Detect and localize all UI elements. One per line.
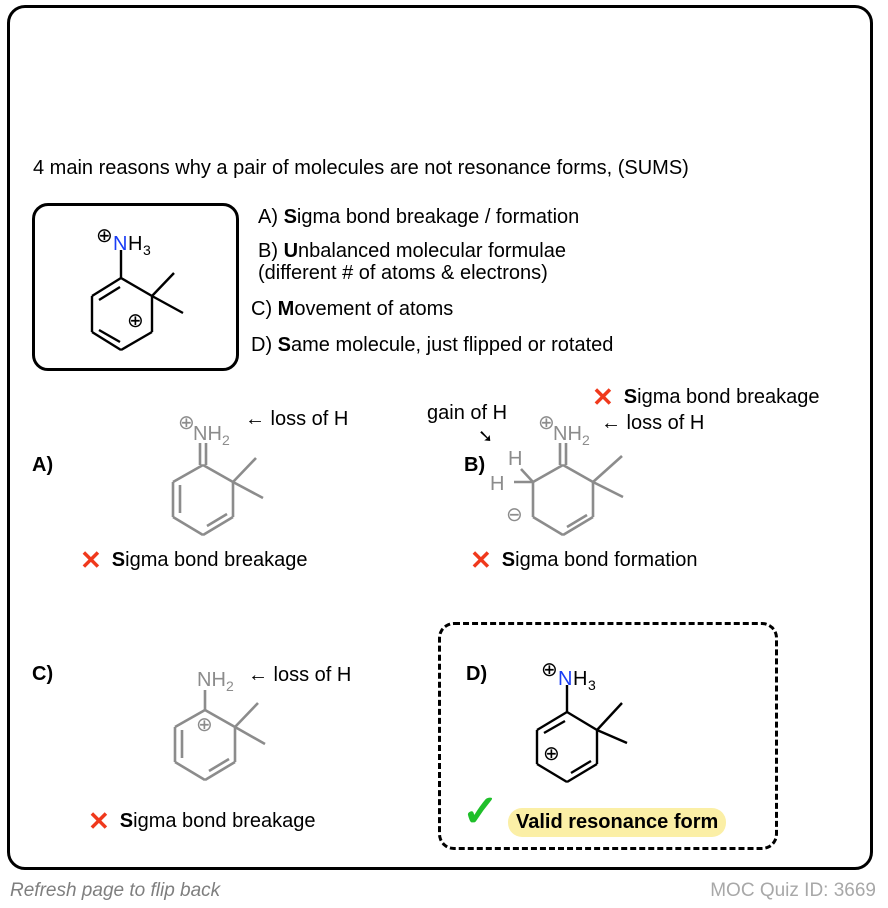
option-c-label: C) xyxy=(32,663,54,685)
x-icon: ✕ xyxy=(592,382,614,412)
option-b-top-verdict: ✕Sigma bond breakage xyxy=(592,382,820,412)
option-d-label: D) xyxy=(466,663,488,685)
option-a-label: A) xyxy=(32,454,54,476)
check-icon: ✓ xyxy=(462,787,499,836)
gain-arrow-icon: ➘ xyxy=(478,426,494,446)
quiz-card[interactable] xyxy=(7,5,873,870)
flip-back-hint: Refresh page to flip back xyxy=(10,880,221,901)
question-heading: 4 main reasons why a pair of molecules a… xyxy=(33,157,689,179)
option-c-note: ← loss of H xyxy=(248,664,352,686)
x-icon: ✕ xyxy=(470,545,492,575)
reason-b-detail: (different # of atoms & electrons) xyxy=(258,262,548,284)
option-b-loss-note: ← loss of H xyxy=(601,412,705,434)
option-b-verdict: ✕Sigma bond formation xyxy=(470,545,698,575)
option-a-verdict: ✕Sigma bond breakage xyxy=(80,545,308,575)
option-b-label: B) xyxy=(464,454,486,476)
option-b-gain-note: gain of H xyxy=(427,402,508,424)
option-a-note: ← loss of H xyxy=(245,408,349,430)
reason-b: B) Unbalanced molecular formulae xyxy=(258,240,566,262)
reason-a: A) Sigma bond breakage / formation xyxy=(258,206,580,228)
reason-c: C) Movement of atoms xyxy=(251,298,454,320)
valid-resonance-badge: Valid resonance form xyxy=(508,808,727,837)
x-icon: ✕ xyxy=(88,806,110,836)
quiz-id: MOC Quiz ID: 3669 xyxy=(710,880,876,901)
x-icon: ✕ xyxy=(80,545,102,575)
option-d-correct-box xyxy=(438,622,778,850)
option-c-verdict: ✕Sigma bond breakage xyxy=(88,806,316,836)
reason-d: D) Same molecule, just flipped or rotate… xyxy=(251,334,614,356)
question-molecule-box xyxy=(32,203,239,371)
